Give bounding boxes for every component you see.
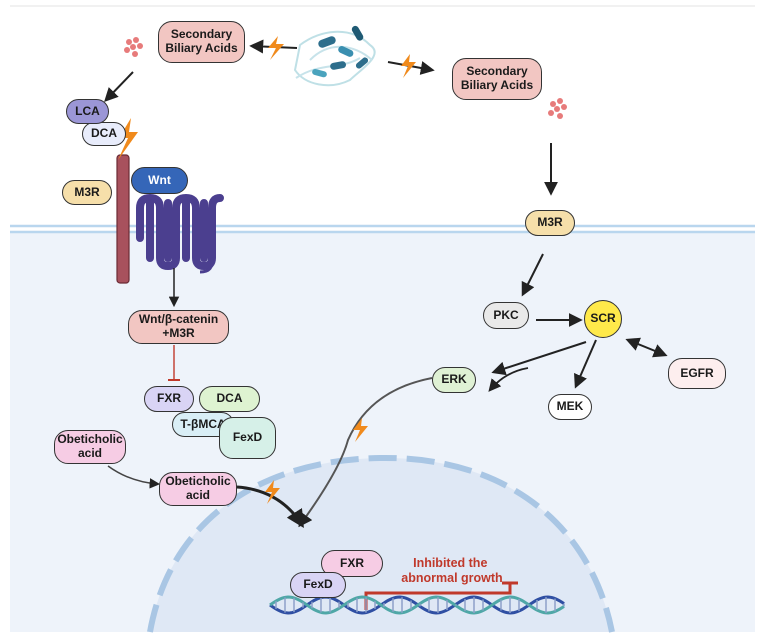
gut-bacteria-icon (293, 25, 376, 87)
bile-acid-dots-right (548, 98, 567, 119)
wnt-node: Wnt (131, 167, 188, 194)
dna-helix (269, 595, 565, 615)
arrow-erk-branch (488, 367, 529, 392)
m3r-left-node: M3R (62, 180, 112, 205)
arrow-oca-to-nucleus (236, 485, 304, 529)
arrow-m3r-to-pkc (521, 253, 544, 297)
scr-node: SCR (584, 300, 622, 338)
gpcr-receptor (136, 193, 224, 271)
tbmca-node: T-βMCA (172, 412, 234, 437)
secondary-biliary-acids-top: Secondary Biliary Acids (158, 21, 245, 63)
secondary-biliary-acids-right: Secondary Biliary Acids (452, 58, 542, 100)
m3r-right-node: M3R (525, 210, 575, 236)
lightning-icon-erk (353, 418, 368, 442)
inhibition-annotation: Inhibited the abnormal growth (401, 556, 502, 585)
lightning-icon-oca (265, 480, 280, 504)
pkc-node: PKC (483, 302, 529, 329)
nuclear-envelope (147, 454, 615, 633)
lightning-icon-right (401, 54, 416, 78)
arrow-scr-to-mek (574, 339, 597, 389)
lightning-icon-top (268, 36, 284, 60)
gpcr-tail (199, 257, 214, 274)
dca-cluster-node: DCA (199, 386, 260, 412)
bile-acid-dots-left (124, 37, 143, 57)
lightning-icon-membrane (118, 118, 138, 160)
fxr-cluster-node: FXR (144, 386, 194, 412)
nucleus (150, 457, 612, 632)
membrane-channel (116, 154, 130, 284)
gpcr-helices (146, 199, 208, 262)
fexd-nucleus-node: FexD (290, 572, 346, 598)
arrow-scr-egfr (625, 337, 668, 358)
fexd-cluster-node: FexD (219, 417, 276, 459)
arrow-scr-to-erk (491, 341, 587, 376)
egfr-node: EGFR (668, 358, 726, 389)
obeticholic-acid-node-2: Obeticholic acid (159, 472, 237, 506)
wnt-catenin-node: Wnt/β-catenin +M3R (128, 310, 229, 344)
lca-node: LCA (66, 99, 109, 124)
dca-membrane-node: DCA (82, 122, 126, 146)
arrow-erk-to-nucleus (298, 377, 433, 528)
erk-node: ERK (432, 367, 476, 393)
arrow-oca-to-oca (107, 465, 161, 489)
obeticholic-acid-node-1: Obeticholic acid (54, 430, 126, 464)
arrow-dots-to-lca (104, 71, 134, 103)
mek-node: MEK (548, 394, 592, 420)
